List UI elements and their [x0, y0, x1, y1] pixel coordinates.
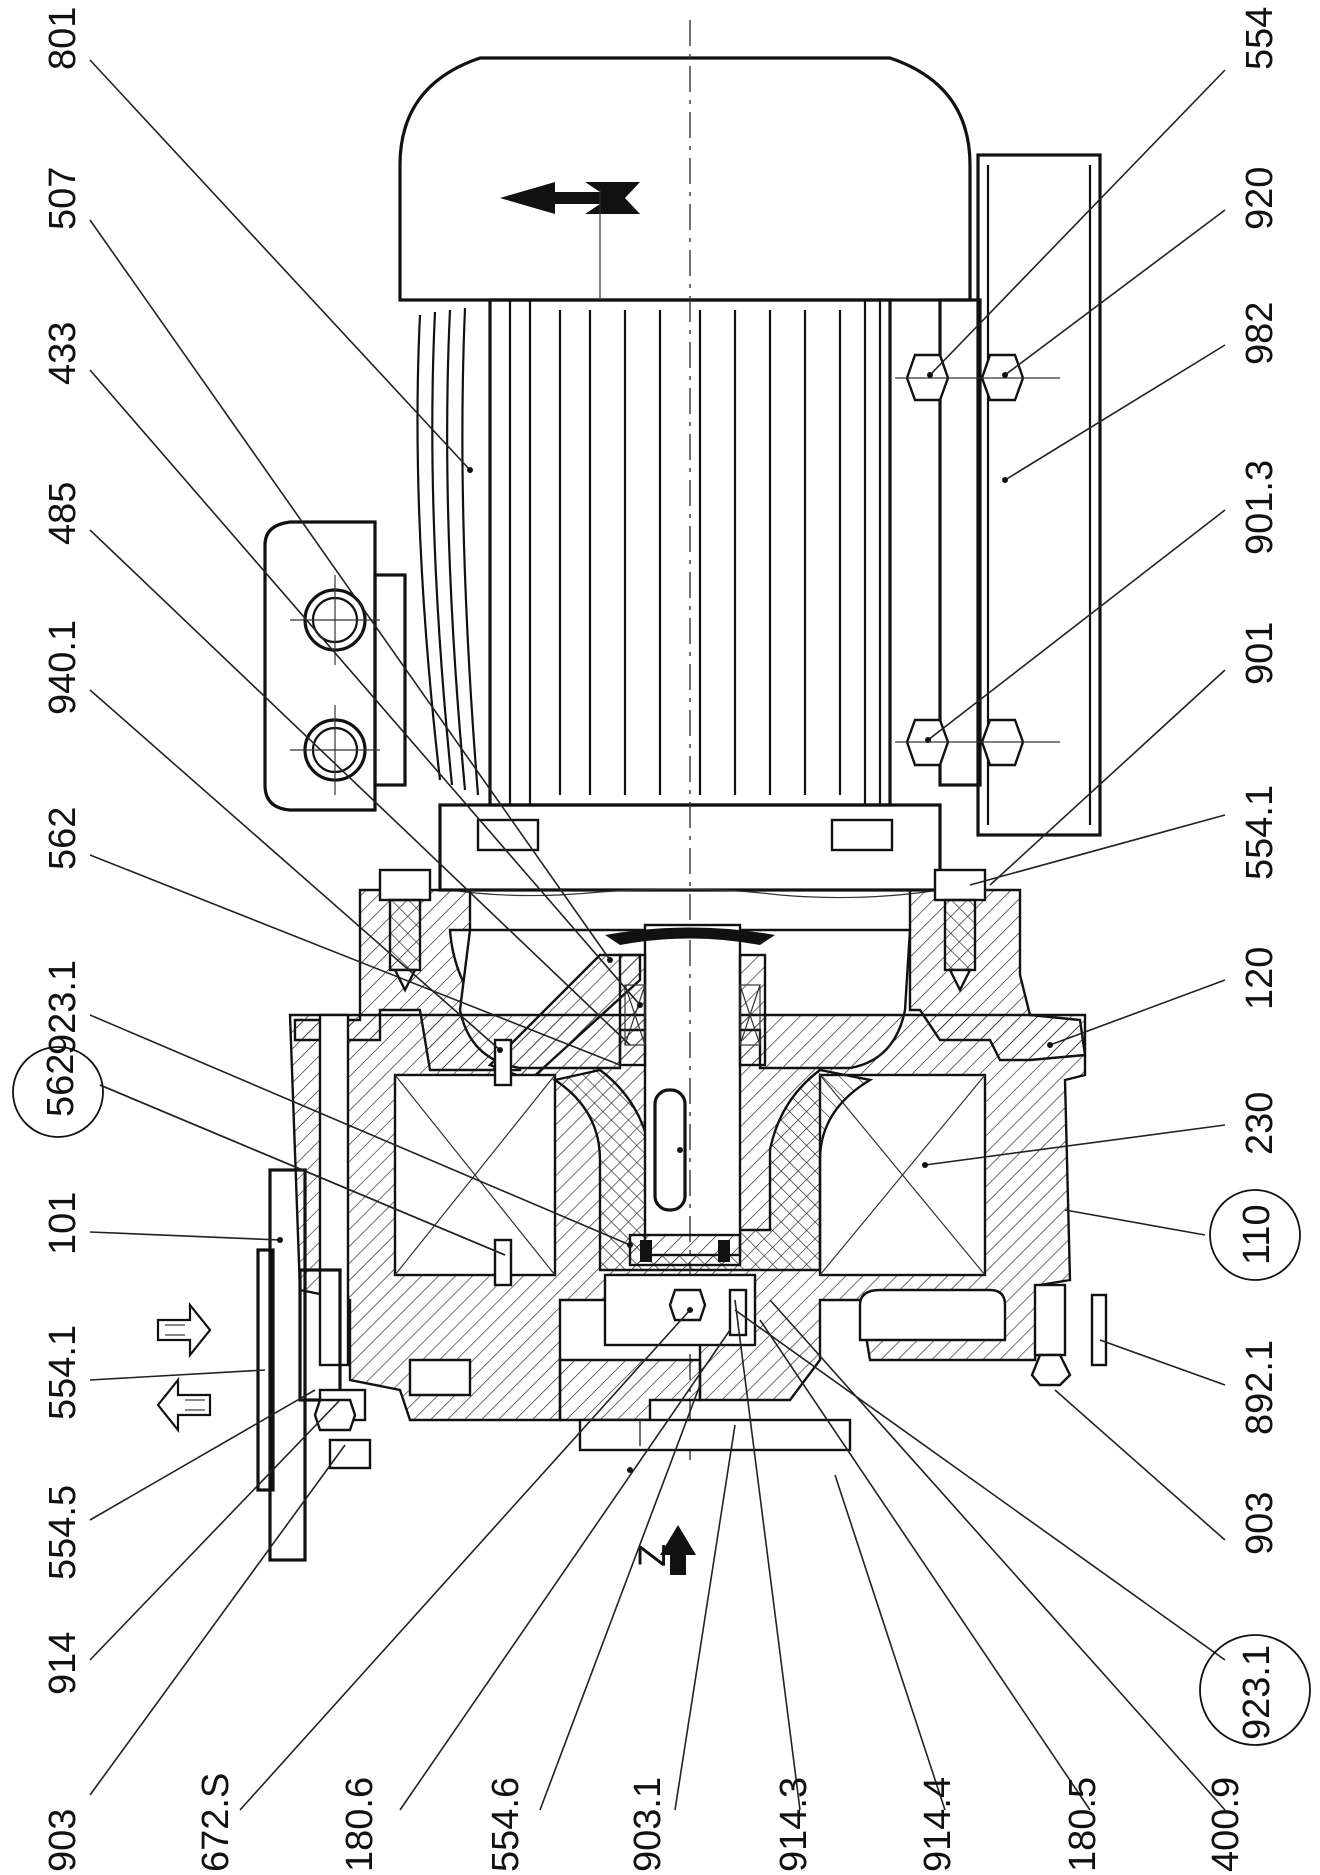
label-903-left: 903 [42, 1809, 84, 1872]
label-180-6: 180.6 [339, 1777, 381, 1872]
label-554-1-right: 554.1 [1239, 785, 1281, 880]
vent-plug [1030, 1283, 1108, 1387]
flow-arrow-left-icon [156, 1376, 212, 1434]
label-801: 801 [42, 7, 84, 70]
label-120: 120 [1239, 947, 1281, 1010]
label-672-s: 672.S [195, 1773, 237, 1872]
label-554-1-left: 554.1 [42, 1325, 84, 1420]
label-433: 433 [42, 322, 84, 385]
cable-gland-bottom [290, 705, 380, 795]
label-903-right: 903 [1239, 1492, 1281, 1555]
tie-rod-head-left [476, 818, 540, 852]
label-920: 920 [1239, 167, 1281, 230]
label-230: 230 [1239, 1092, 1281, 1155]
flow-arrow-right-icon [156, 1301, 212, 1359]
pump-casing [288, 20, 1087, 1460]
label-940-1: 940.1 [42, 620, 84, 715]
label-923-1-circled: 923.1 [1236, 1645, 1278, 1740]
flange-nut [313, 1398, 357, 1432]
label-485: 485 [42, 482, 84, 545]
label-507: 507 [42, 167, 84, 230]
circled-label-110: 110 [1209, 1189, 1301, 1281]
label-400-9: 400.9 [1205, 1777, 1247, 1872]
label-554: 554 [1239, 7, 1281, 70]
label-982: 982 [1239, 302, 1281, 365]
cable-gland-top [290, 575, 380, 665]
casing-bolt-right [933, 868, 987, 993]
label-column-right: 554 920 982 901.3 901 554.1 120 230 110 … [1199, 7, 1311, 1746]
label-180-5: 180.5 [1062, 1777, 1104, 1872]
label-923-1: 923.1 [42, 960, 84, 1055]
base-plate [895, 153, 1102, 837]
cooling-fins [508, 190, 882, 805]
label-column-left: 801 507 433 485 940.1 562 923.1 562 101 … [12, 7, 104, 1872]
leader-lines [89, 59, 1226, 1811]
shaft [643, 923, 742, 1257]
label-903-1: 903.1 [627, 1777, 669, 1872]
fan-cover [398, 56, 972, 302]
motor-assembly [263, 56, 972, 899]
suction-nozzle [558, 1358, 702, 1422]
label-914-4: 914.4 [917, 1777, 959, 1872]
label-110: 110 [1236, 1204, 1278, 1265]
label-562-circled: 562 [40, 1054, 82, 1117]
deflector [605, 927, 775, 945]
leader-dots [277, 372, 1053, 1473]
label-914: 914 [42, 1632, 84, 1695]
label-901: 901 [1239, 622, 1281, 685]
impeller [551, 1068, 874, 1272]
label-901-3: 901.3 [1239, 460, 1281, 555]
drain-plug [668, 1288, 707, 1322]
circled-label-923-1: 923.1 [1199, 1634, 1311, 1746]
circled-label-562: 562 [12, 1046, 104, 1138]
label-892-1: 892.1 [1239, 1340, 1281, 1435]
label-101: 101 [42, 1192, 84, 1255]
view-marker-z: Z [632, 1525, 696, 1575]
mechanical-seal-left [618, 953, 647, 1067]
rotation-arrow-icon [500, 182, 640, 214]
tie-rod-head-right [830, 818, 894, 852]
label-554-6: 554.6 [485, 1777, 527, 1872]
terminal-box [263, 520, 377, 812]
label-562: 562 [42, 807, 84, 870]
mechanical-seal-right [738, 953, 767, 1067]
view-marker-label: Z [632, 1544, 674, 1567]
label-554-5: 554.5 [42, 1485, 84, 1580]
label-914-3: 914.3 [773, 1777, 815, 1872]
stud-bolt [318, 1013, 350, 1367]
label-row-bottom: 672.S 180.6 554.6 903.1 914.3 914.4 180.… [195, 1773, 1247, 1872]
